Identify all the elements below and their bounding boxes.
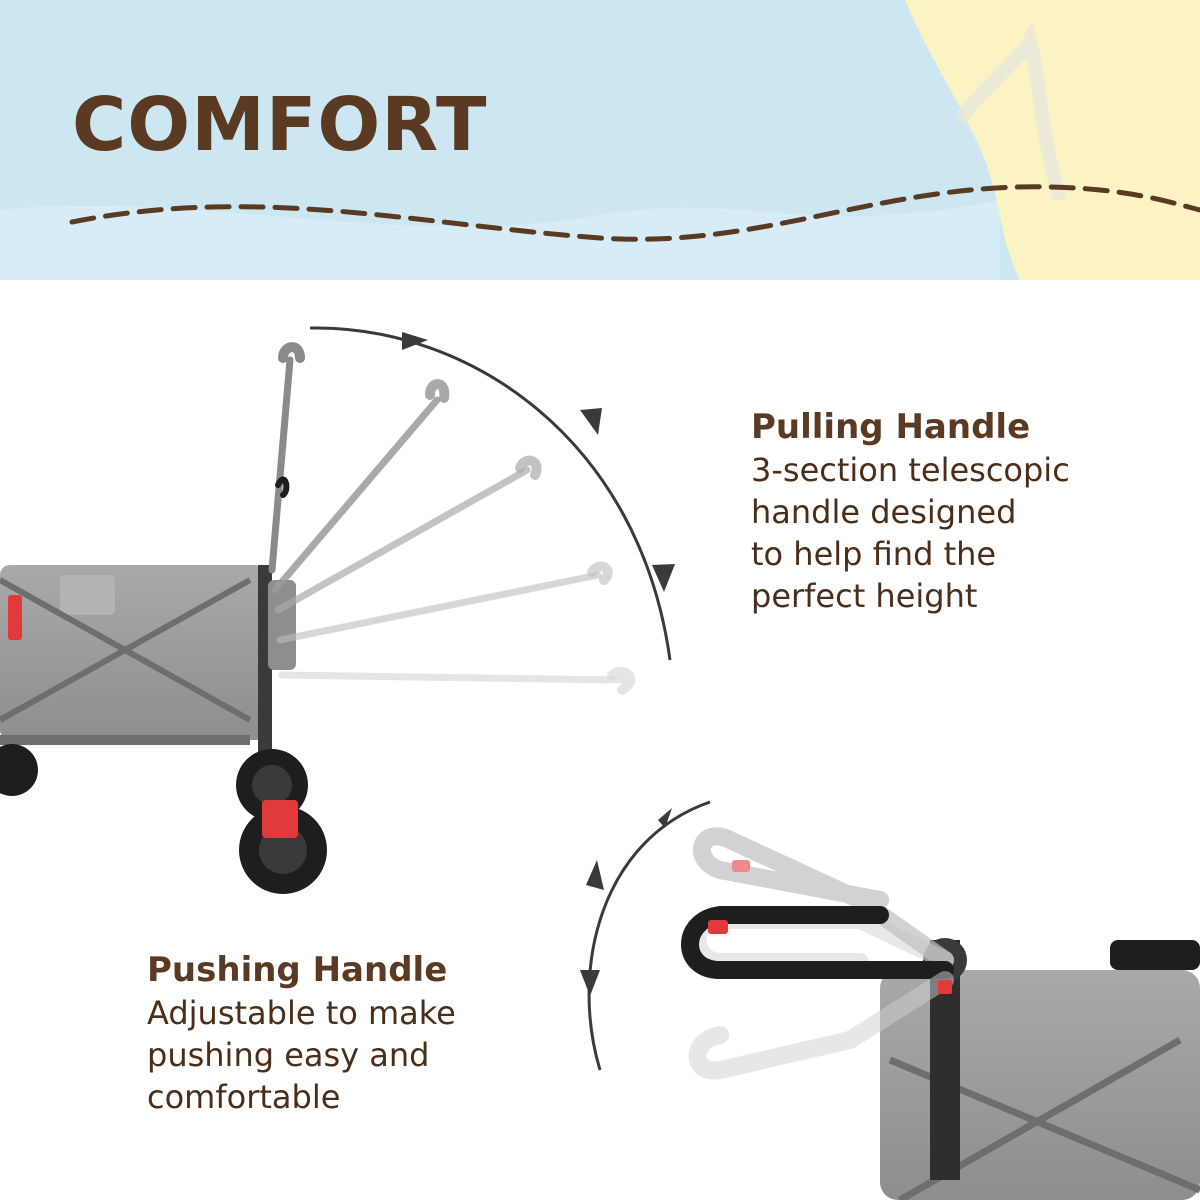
pushing-handle-line: comfortable <box>147 1078 341 1116</box>
wagon-illustration <box>0 326 1200 1200</box>
comfort-banner: COMFORT <box>0 0 1200 280</box>
rotation-arrow-upper <box>309 326 672 661</box>
wagon-side-view <box>0 326 675 894</box>
rotation-arrow-lower <box>587 800 711 1071</box>
pushing-handle-line: Adjustable to make <box>147 994 456 1032</box>
pushing-handle-line: pushing easy and <box>147 1036 430 1074</box>
pulling-handle-line: to help find the <box>751 535 997 573</box>
wagon-push-view <box>580 800 1200 1200</box>
page-title: COMFORT <box>72 82 488 168</box>
pushing-handle-description: Pushing Handle Adjustable to make pushin… <box>147 948 456 1118</box>
pulling-handle-line: handle designed <box>751 493 1017 531</box>
pulling-handle-line: 3-section telescopic <box>751 451 1070 489</box>
pulling-handle-heading: Pulling Handle <box>751 407 1031 447</box>
banner-background <box>0 0 1200 280</box>
pushing-handle-heading: Pushing Handle <box>147 950 448 990</box>
dashed-wave-line <box>69 184 1200 242</box>
pulling-handle-line: perfect height <box>751 577 978 615</box>
pulling-handle-description: Pulling Handle 3-section telescopic hand… <box>751 405 1070 617</box>
